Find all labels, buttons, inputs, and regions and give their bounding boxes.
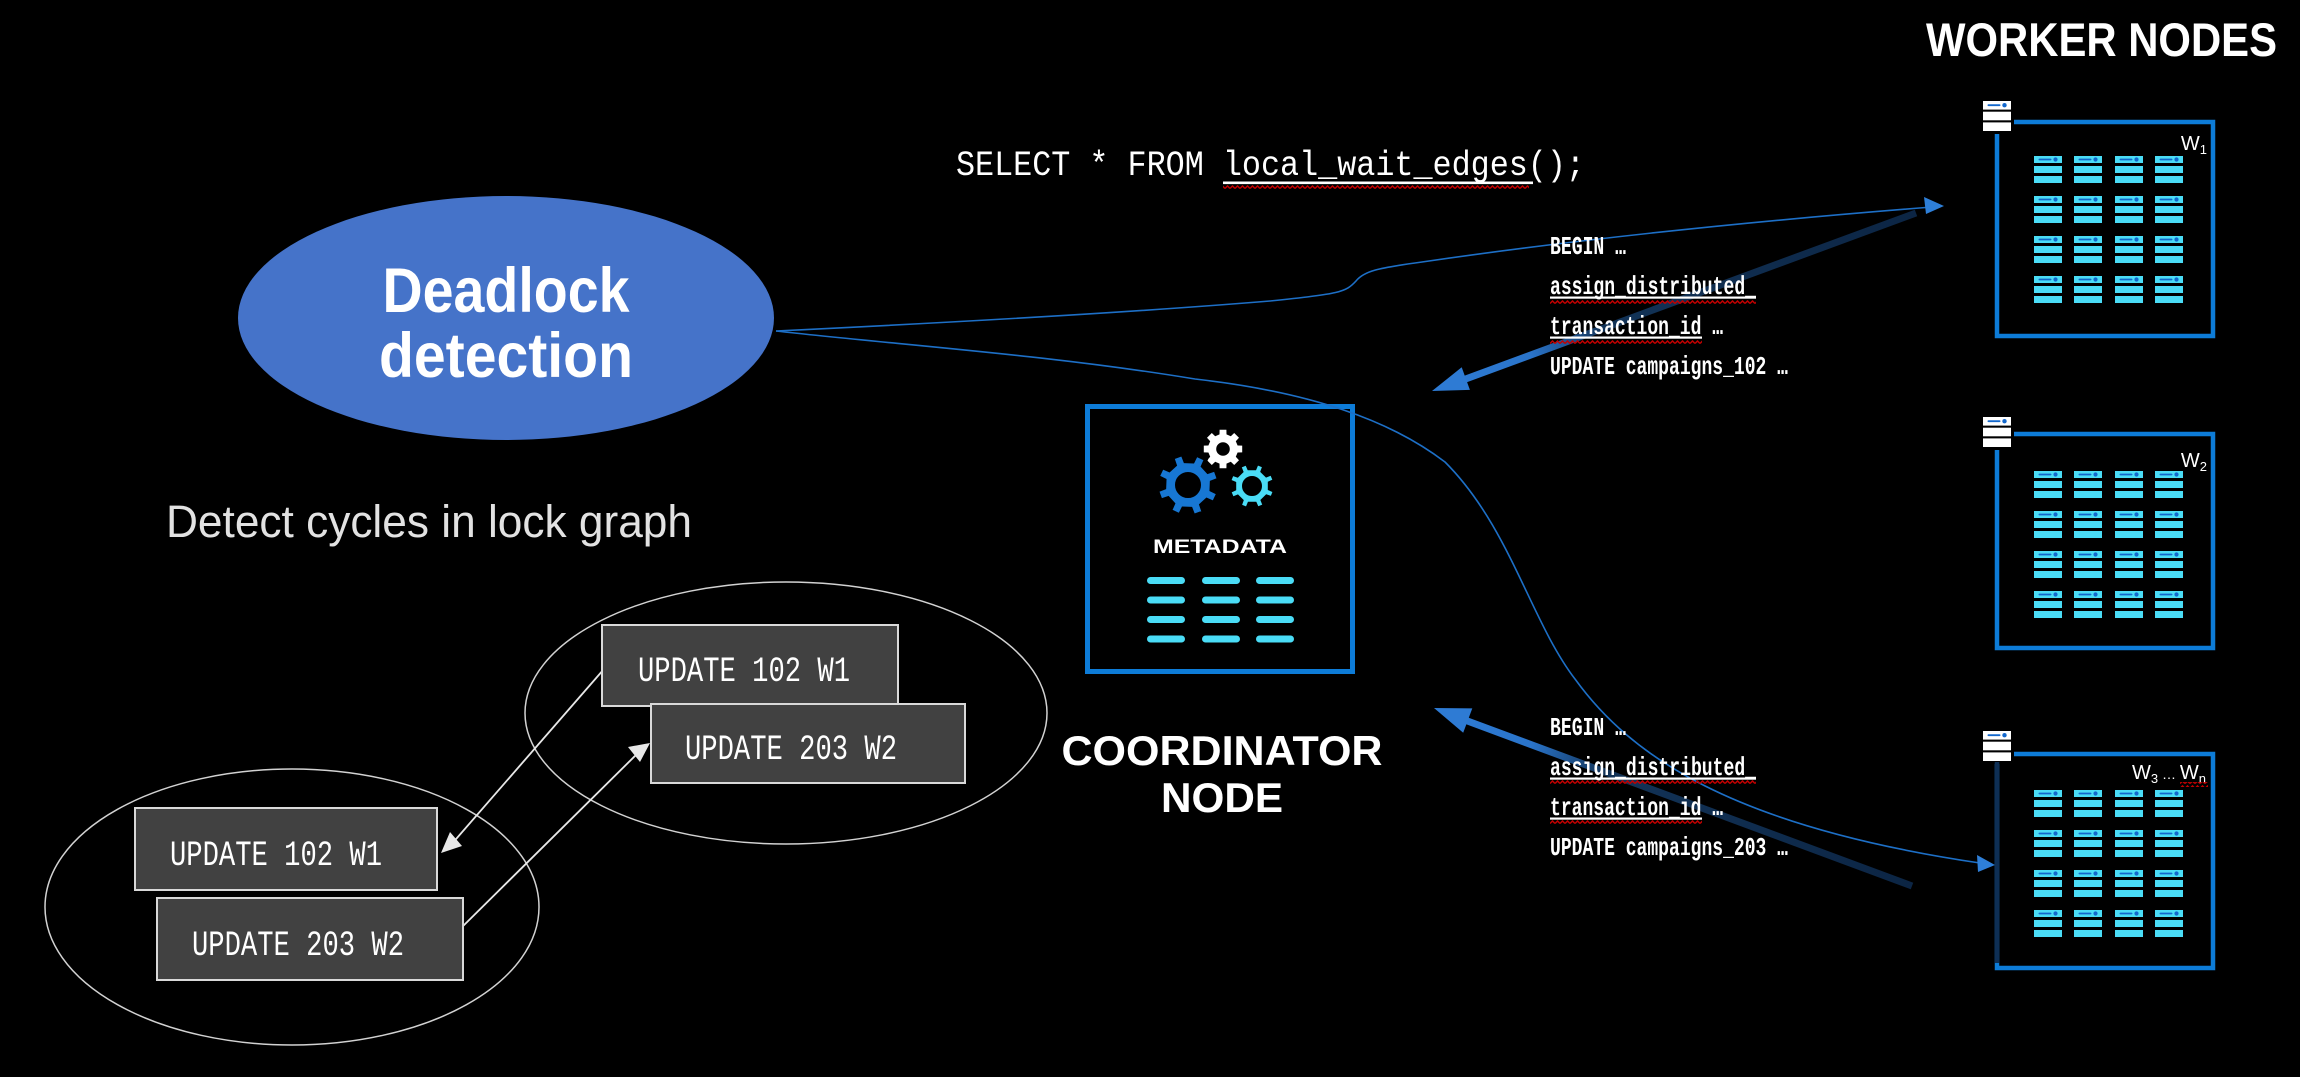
svg-text:detection: detection bbox=[379, 321, 633, 391]
svg-text:NODE: NODE bbox=[1161, 774, 1283, 821]
svg-text:METADATA: METADATA bbox=[1153, 537, 1287, 558]
svg-text:UPDATE 203 W2: UPDATE 203 W2 bbox=[192, 926, 404, 966]
svg-text:BEGIN …: BEGIN … bbox=[1550, 713, 1626, 743]
svg-text:UPDATE 102 W1: UPDATE 102 W1 bbox=[638, 652, 850, 692]
svg-text:UPDATE 102 W1: UPDATE 102 W1 bbox=[170, 836, 382, 876]
svg-text:COORDINATOR: COORDINATOR bbox=[1062, 727, 1383, 774]
svg-text:UPDATE campaigns_203 …: UPDATE campaigns_203 … bbox=[1550, 833, 1788, 863]
svg-text:BEGIN …: BEGIN … bbox=[1550, 232, 1626, 262]
svg-text:Detect cycles in lock graph: Detect cycles in lock graph bbox=[166, 496, 692, 547]
svg-text:SELECT * FROM local_wait_edges: SELECT * FROM local_wait_edges(); bbox=[956, 146, 1585, 186]
svg-text:WORKER NODES: WORKER NODES bbox=[1926, 13, 2277, 66]
svg-text:Deadlock: Deadlock bbox=[383, 256, 631, 326]
svg-text:UPDATE 203 W2: UPDATE 203 W2 bbox=[685, 730, 897, 770]
svg-text:UPDATE campaigns_102 …: UPDATE campaigns_102 … bbox=[1550, 352, 1788, 382]
